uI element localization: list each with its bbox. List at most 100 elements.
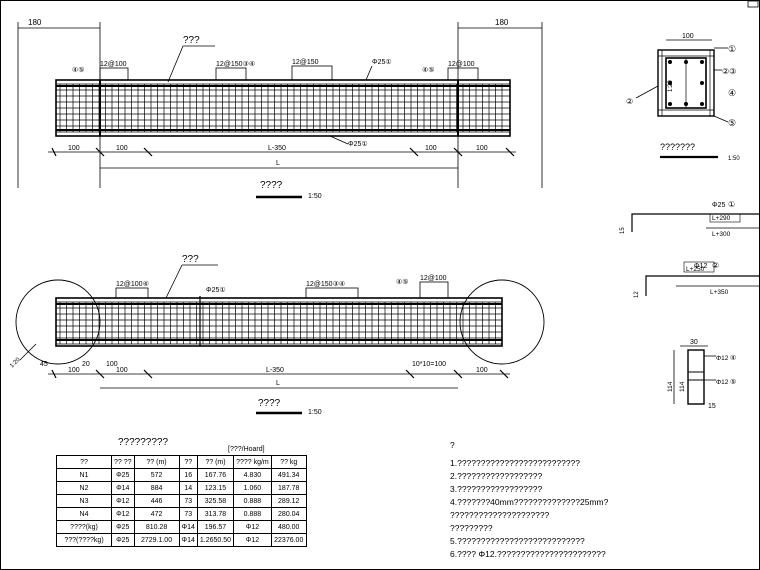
- stirrup-label-3: Φ12: [716, 379, 729, 386]
- bar2-label: Φ12: [694, 263, 707, 270]
- bar1-side: 15: [620, 227, 626, 234]
- table-cell: Φ25: [111, 533, 135, 547]
- table-cell: N3: [56, 494, 112, 508]
- table-cell: 325.58: [196, 494, 235, 508]
- bottom-dim-b3: L-350: [266, 367, 284, 374]
- table-cell: 2729.1.00: [133, 533, 180, 547]
- top-view-scale: 1:50: [308, 193, 322, 200]
- table-cell: 1.060: [233, 481, 272, 495]
- note-line: ?????????????????????: [450, 510, 550, 520]
- table-cell: Φ12: [233, 533, 272, 547]
- table-cell: ?? (m): [133, 455, 180, 469]
- stirrup-shape: [687, 349, 705, 405]
- table-cell: Φ14: [178, 533, 198, 547]
- top-label-8: Φ25①: [348, 140, 368, 148]
- table-cell: 0.888: [233, 507, 272, 521]
- note-line: 6.???? Φ12.???????????????????????: [450, 549, 606, 559]
- table-cell: 810.28: [133, 520, 180, 534]
- top-label-7: 12@100: [448, 61, 475, 68]
- corner-mark: [747, 0, 759, 8]
- table-cell: 0.888: [233, 494, 272, 508]
- stirrup-h1: 114: [667, 381, 674, 392]
- top-label-1: ④⑤: [72, 66, 85, 74]
- top-dim-b2: 100: [116, 145, 128, 152]
- table-cell: Φ12: [111, 507, 135, 521]
- bottom-label-5: 12@100: [420, 275, 447, 282]
- bar-2-detail: 12 Φ12 ② L+250 L+350: [634, 261, 760, 298]
- table-cell: ???(????kg): [56, 533, 112, 547]
- table-cell: Φ14: [178, 520, 198, 534]
- top-view: 180 180 ??? ④⑤ 12@100 12@150③④ 12@150 Φ2…: [17, 18, 543, 200]
- top-label-4: 12@150: [292, 59, 319, 66]
- table-cell: 187.78: [270, 481, 307, 495]
- bar2-dim2: L+350: [710, 289, 729, 296]
- top-dim-b1: 100: [68, 145, 80, 152]
- bottom-dim-s1: 45: [40, 361, 48, 368]
- table-cell: 289.12: [270, 494, 307, 508]
- top-dim-right: 180: [495, 18, 509, 27]
- section-label-4: ⑤: [728, 118, 736, 128]
- top-callout: ???: [183, 35, 200, 46]
- top-dim-left: 180: [28, 18, 42, 27]
- bottom-dim-b2: 100: [116, 367, 128, 374]
- top-dim-b3: L-350: [268, 145, 286, 152]
- detail-circle-left: [15, 279, 101, 365]
- note-line: 1.??????????????????????????: [450, 458, 580, 468]
- note-line: 2.??????????????????: [450, 471, 543, 481]
- top-view-title: ????: [260, 180, 283, 191]
- table-cell: 22376.00: [270, 533, 307, 547]
- table-cell: ?? kg: [270, 455, 307, 469]
- table-cell: 4.830: [233, 468, 272, 482]
- bar1-dim1: L+290: [712, 215, 731, 222]
- bottom-view-title: ????: [258, 398, 281, 409]
- top-label-3: 12@150③④: [216, 60, 255, 68]
- section-dim-top: 100: [682, 33, 694, 40]
- detail-circle-right: [459, 279, 545, 365]
- table-cell: Φ12: [233, 520, 272, 534]
- table-cell: ??: [178, 455, 198, 469]
- table-cell: 123.15: [196, 481, 235, 495]
- table-cell: ?? ??: [111, 455, 135, 469]
- table-unit: [???/Hoard]: [228, 446, 265, 453]
- table-cell: 73: [178, 494, 198, 508]
- bottom-label-4: ④⑤: [396, 278, 409, 286]
- table-cell: 884: [133, 481, 180, 495]
- table-cell: 280.04: [270, 507, 307, 521]
- table-header-row: ???? ???? (m)???? (m)???? kg/m?? kg: [56, 455, 307, 469]
- table-cell: ????(kg): [56, 520, 112, 534]
- bar1-label: Φ25: [712, 202, 725, 209]
- section-view: 100 1:20 ① ②③ ④ ⑤ ② ??????? 1:50: [626, 33, 740, 162]
- table-cell: 196.57: [196, 520, 235, 534]
- table-title: ?????????: [118, 437, 168, 448]
- top-label-6: ④⑤: [422, 66, 435, 74]
- table-cell: Φ14: [111, 481, 135, 495]
- bottom-dim-b1: 100: [68, 367, 80, 374]
- bottom-label-3: 12@150③④: [306, 280, 345, 288]
- section-bars: [668, 60, 704, 106]
- bottom-cage-outline: [55, 297, 503, 347]
- bottom-view-scale: 1:50: [308, 409, 322, 416]
- stirrup-h2: 114: [679, 381, 686, 392]
- stirrup-label-2: ④: [730, 354, 736, 362]
- top-dim-b5: 100: [476, 145, 488, 152]
- notes-head: ?: [450, 440, 455, 450]
- table-cell: 491.34: [270, 468, 307, 482]
- table-cell: N4: [56, 507, 112, 521]
- bottom-dim-total: L: [276, 380, 280, 387]
- table-cell: 472: [133, 507, 180, 521]
- table-cell: N1: [56, 468, 112, 482]
- bar1-num: ①: [728, 200, 735, 209]
- bottom-label-1: 12@100④: [116, 280, 149, 288]
- top-dim-total: L: [276, 160, 280, 167]
- section-label-3: ④: [728, 88, 736, 98]
- table-cell: Φ25: [111, 520, 135, 534]
- table-cell: 73: [178, 507, 198, 521]
- bar2-side: 12: [634, 291, 640, 298]
